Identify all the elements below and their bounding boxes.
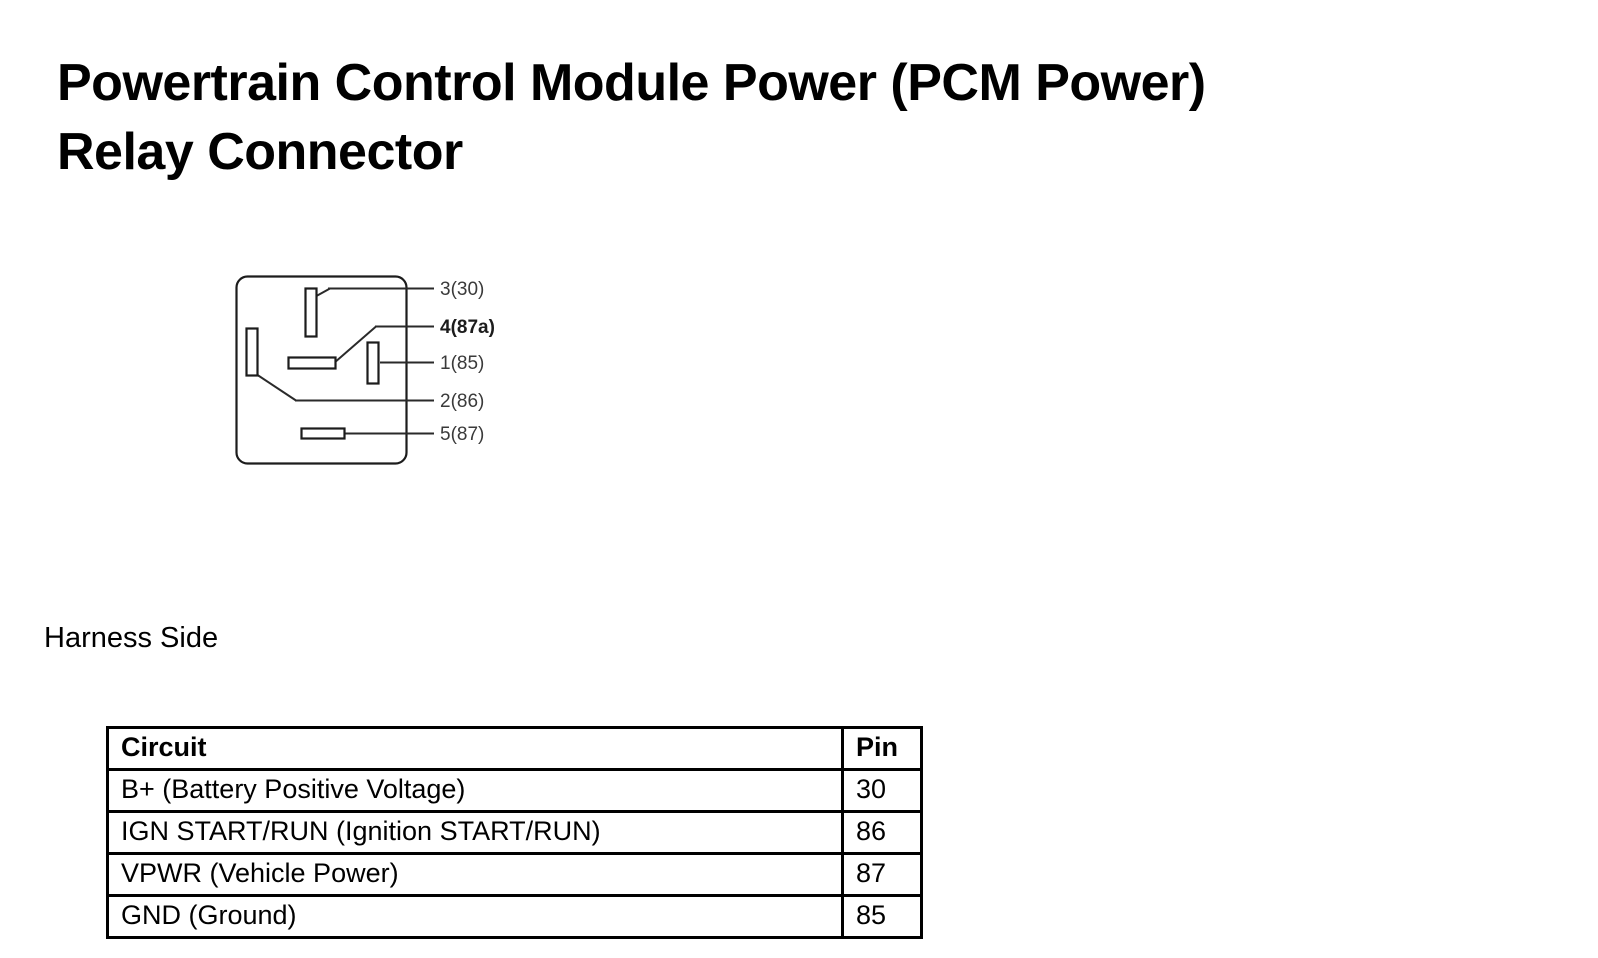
table-row: IGN START/RUN (Ignition START/RUN) 86: [106, 810, 923, 855]
cell-circuit: B+ (Battery Positive Voltage): [106, 768, 844, 813]
column-header-circuit: Circuit: [106, 726, 844, 771]
table-row: GND (Ground) 85: [106, 894, 923, 939]
page-title: Powertrain Control Module Power (PCM Pow…: [57, 53, 1206, 181]
relay-body-outline: [235, 275, 408, 465]
harness-side-caption: Harness Side: [44, 622, 219, 654]
leader-diagonal-pin-4: [333, 325, 377, 364]
cell-circuit: VPWR (Vehicle Power): [106, 852, 844, 897]
pin-label-2: 2(86): [440, 391, 484, 412]
pin-label-1: 1(85): [440, 353, 484, 374]
cell-pin: 86: [841, 810, 923, 855]
terminal-blade-pin-3: [304, 287, 318, 338]
cell-pin: 30: [841, 768, 923, 813]
pin-label-5: 5(87): [440, 424, 484, 445]
leader-diagonal-pin-3: [315, 287, 331, 298]
leader-diagonal-pin-2: [255, 373, 297, 402]
terminal-blade-pin-2: [245, 327, 259, 377]
cell-circuit: GND (Ground): [106, 894, 844, 939]
cell-pin: 87: [841, 852, 923, 897]
cell-circuit: IGN START/RUN (Ignition START/RUN): [106, 810, 844, 855]
circuit-pin-table: Circuit Pin B+ (Battery Positive Voltage…: [106, 726, 923, 939]
terminal-blade-pin-5: [300, 427, 346, 440]
column-header-pin: Pin: [841, 726, 923, 771]
terminal-blade-pin-4: [287, 356, 337, 370]
pin-label-3: 3(30): [440, 279, 484, 300]
table-row: B+ (Battery Positive Voltage) 30: [106, 768, 923, 813]
relay-connector-diagram: 3(30) 4(87a) 1(85) 2(86) 5(87): [220, 262, 550, 482]
table-row: VPWR (Vehicle Power) 87: [106, 852, 923, 897]
cell-pin: 85: [841, 894, 923, 939]
terminal-blade-pin-1: [366, 341, 380, 385]
pin-label-4: 4(87a): [440, 317, 495, 338]
table-header-row: Circuit Pin: [106, 726, 923, 771]
